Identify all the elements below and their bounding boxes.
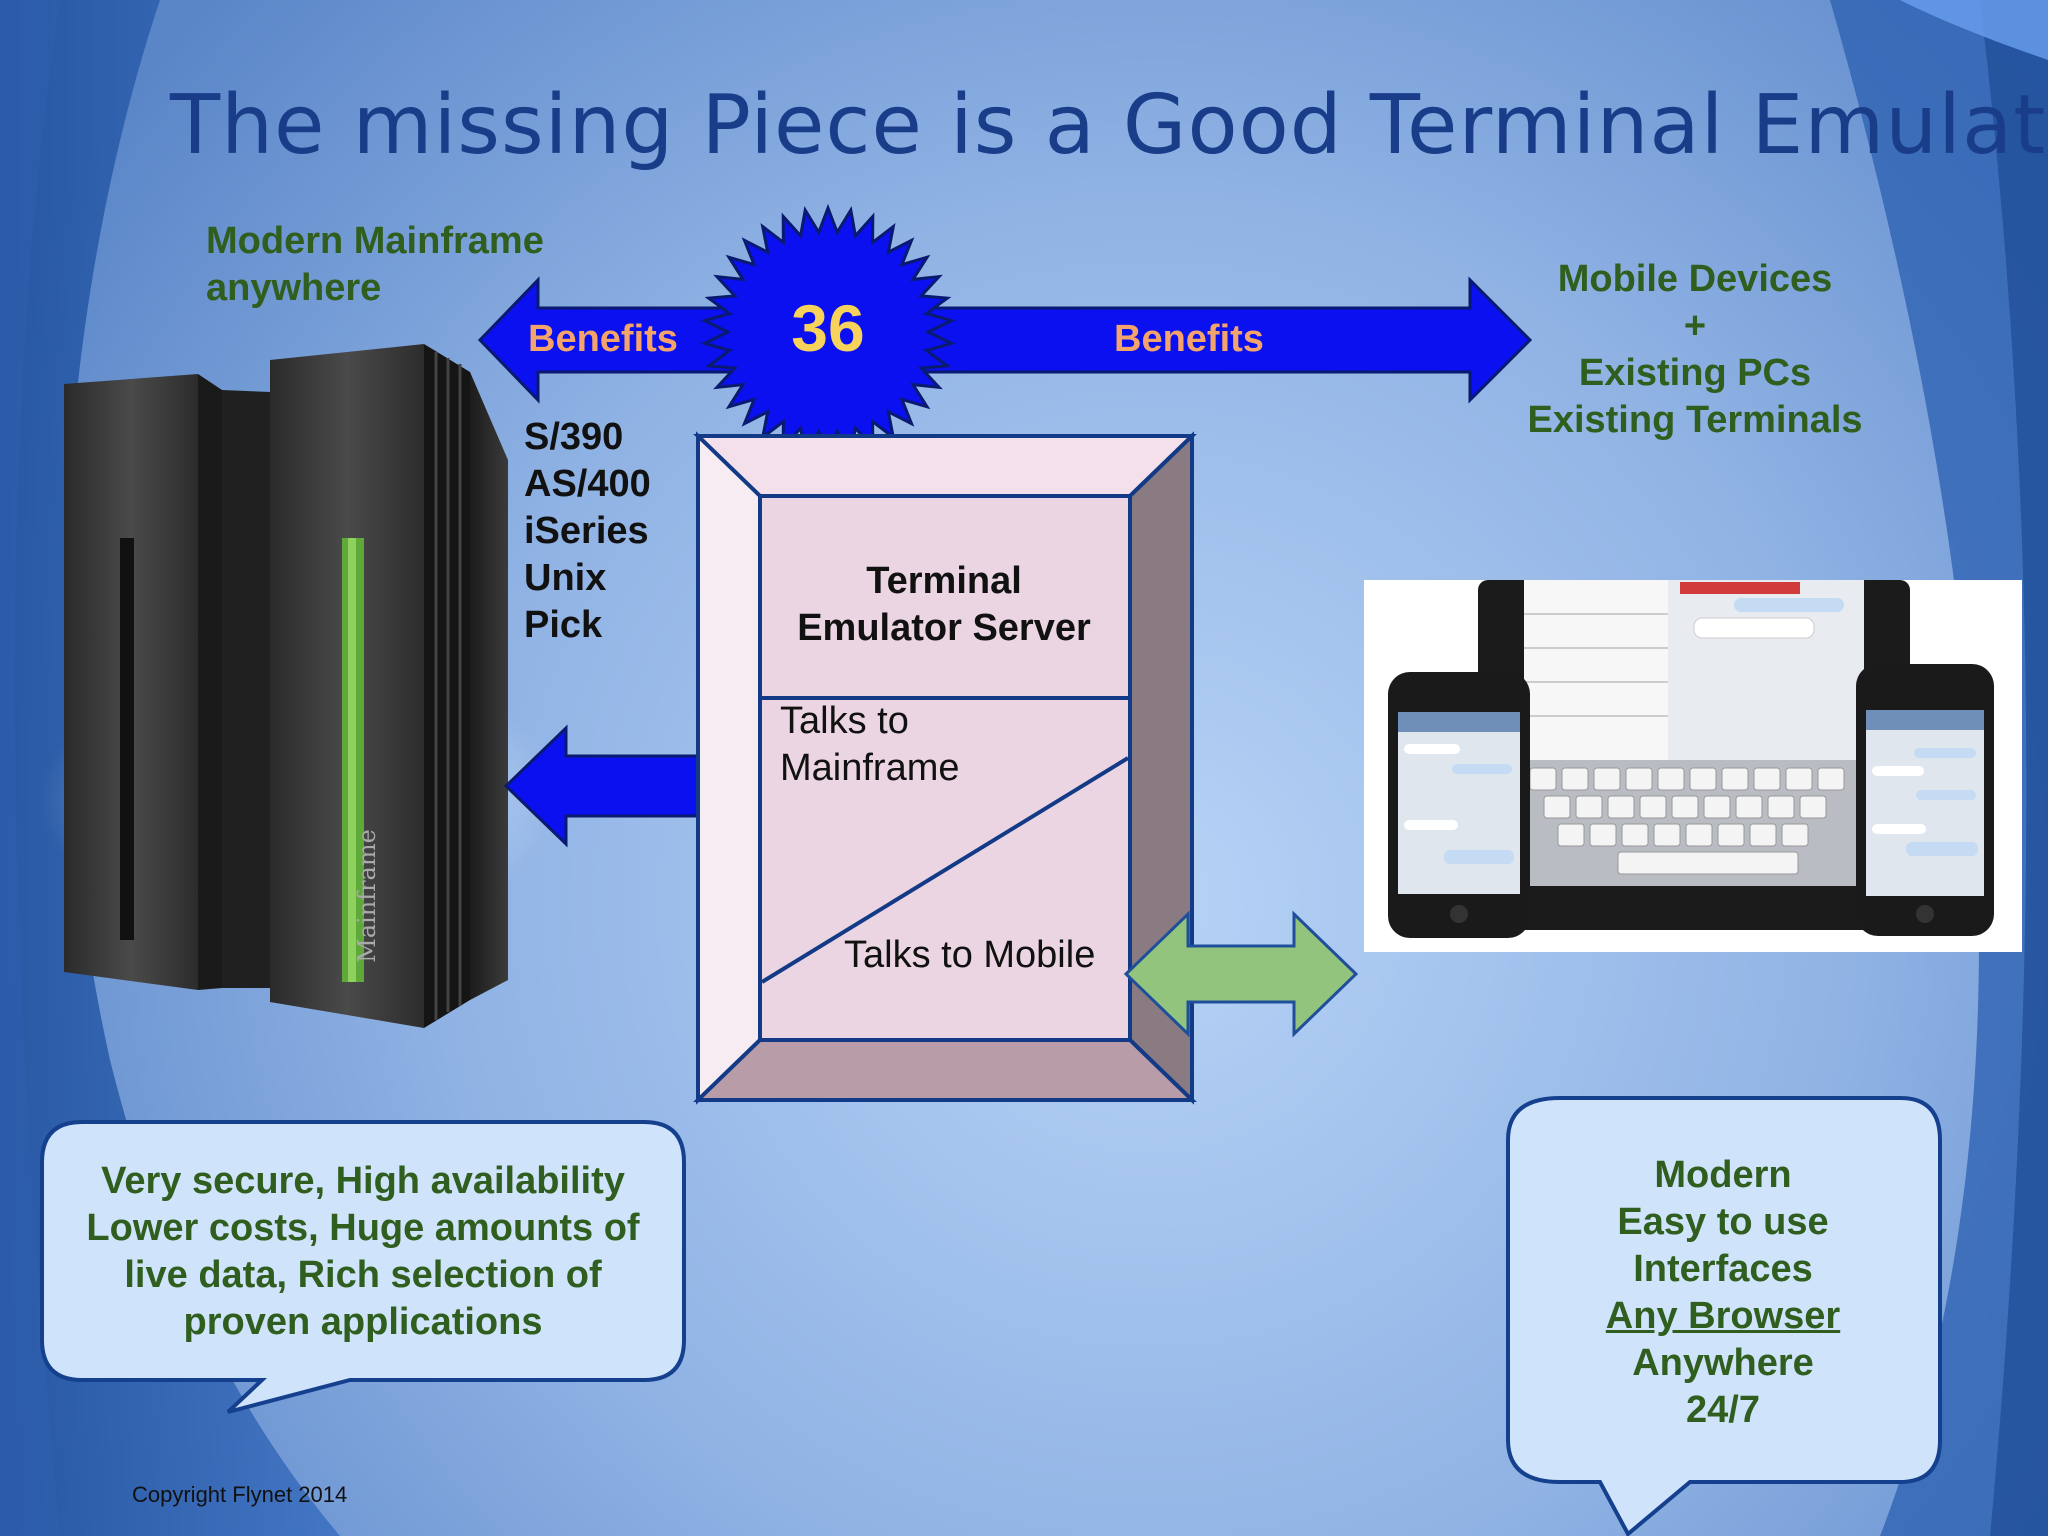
mainframe-heading-line: anywhere (206, 267, 382, 309)
callout-line: Lower costs, Huge amounts of (86, 1207, 640, 1249)
server-title-line: Terminal (866, 560, 1022, 602)
devices-heading-line: Existing PCs (1578, 352, 1812, 394)
keyboard-key (1561, 767, 1589, 791)
keyboard-key (1575, 795, 1603, 819)
keyboard-key (1593, 767, 1621, 791)
keyboard-key (1749, 823, 1777, 847)
benefits-left-label: Benefits (528, 318, 678, 360)
callout-line: 24/7 (1686, 1389, 1760, 1431)
right-callout (1506, 1096, 1942, 1536)
badge-number: 36 (791, 291, 865, 365)
callout-line: Modern (1654, 1154, 1792, 1196)
copyright-text: Copyright Flynet 2014 (132, 1482, 348, 1507)
keyboard-key (1817, 767, 1845, 791)
system-item: iSeries (524, 510, 649, 552)
keyboard-key (1639, 795, 1667, 819)
mainframe-heading: Modern Mainframe anywhere (206, 218, 544, 312)
keyboard-key (1653, 823, 1681, 847)
keyboard-key (1589, 823, 1617, 847)
keyboard-key (1735, 795, 1763, 819)
callout-line: Interfaces (1633, 1248, 1813, 1290)
mainframe-benefits-text: Very secure, High availability Lower cos… (48, 1158, 678, 1346)
mainframe-label: Mainframe (352, 829, 381, 963)
keyboard-key (1799, 795, 1827, 819)
interface-benefits-text: Modern Easy to use Interfaces Any Browse… (1508, 1152, 1938, 1434)
keyboard-key (1717, 823, 1745, 847)
system-item: AS/400 (524, 463, 651, 505)
keyboard-key (1657, 767, 1685, 791)
keyboard-key (1557, 823, 1585, 847)
systems-list: S/390 AS/400 iSeries Unix Pick (524, 414, 651, 649)
mainframe-server-icon (40, 344, 560, 1028)
callout-line: Very secure, High availability (101, 1160, 625, 1202)
system-item: Unix (524, 557, 607, 599)
left-callout (40, 1120, 686, 1414)
talks-to-mainframe-label: Talks to Mainframe (780, 698, 960, 792)
keyboard-key (1543, 795, 1571, 819)
devices-heading-line: Mobile Devices (1557, 258, 1833, 300)
keyboard-key (1625, 767, 1653, 791)
callout-line: proven applications (183, 1301, 543, 1343)
keyboard-key (1529, 767, 1557, 791)
keyboard-key (1785, 767, 1813, 791)
benefits-right-label: Benefits (1114, 318, 1264, 360)
mainframe-heading-line: Modern Mainframe (206, 220, 544, 262)
callout-line: live data, Rich selection of (124, 1254, 602, 1296)
talks-mainframe-line: Mainframe (780, 747, 960, 789)
keyboard-key (1607, 795, 1635, 819)
keyboard-spacebar (1617, 851, 1799, 875)
talks-to-mobile-label: Talks to Mobile (844, 934, 1096, 976)
server-title: Terminal Emulator Server (762, 558, 1126, 652)
keyboard-key (1753, 767, 1781, 791)
keyboard-key (1781, 823, 1809, 847)
callout-line: Anywhere (1632, 1342, 1814, 1384)
system-item: S/390 (524, 416, 624, 458)
slide-title: The missing Piece is a Good Terminal Emu… (170, 78, 2048, 173)
mobile-link-arrow (1123, 910, 1359, 1038)
devices-heading: Mobile Devices + Existing PCs Existing T… (1480, 256, 1910, 444)
mobile-devices-photo (1364, 580, 2022, 952)
talks-mainframe-line: Talks to (780, 700, 909, 742)
keyboard-key (1721, 767, 1749, 791)
callout-line-any-browser: Any Browser (1605, 1295, 1841, 1337)
keyboard-key (1671, 795, 1699, 819)
keyboard-key (1767, 795, 1795, 819)
keyboard-key (1621, 823, 1649, 847)
keyboard-key (1685, 823, 1713, 847)
devices-heading-line: + (1683, 305, 1707, 347)
keyboard-key (1703, 795, 1731, 819)
callout-line: Easy to use (1617, 1201, 1829, 1243)
devices-heading-line: Existing Terminals (1527, 399, 1863, 441)
server-title-line: Emulator Server (797, 607, 1091, 649)
system-item: Pick (524, 604, 603, 646)
keyboard-key (1689, 767, 1717, 791)
